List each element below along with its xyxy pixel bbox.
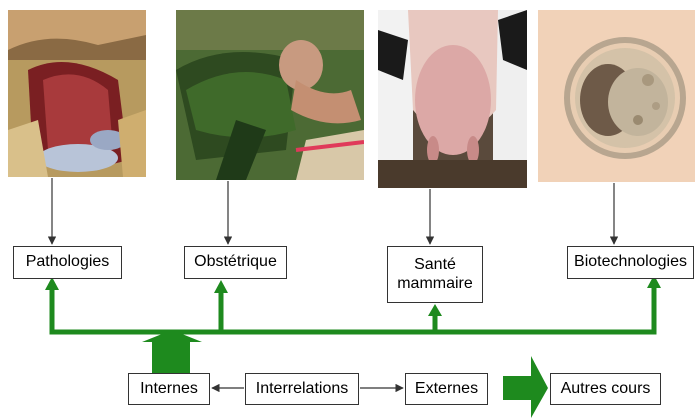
- label-sante-mammaire-line1: Santé: [414, 256, 456, 274]
- embryo-microscopy-photo: [538, 10, 695, 182]
- label-internes: Internes: [128, 373, 210, 405]
- green-bus-line: [52, 284, 654, 332]
- label-pathologies: Pathologies: [13, 246, 122, 279]
- cow-udder-photo: [378, 10, 527, 188]
- label-interrelations-text: Interrelations: [256, 380, 349, 398]
- label-obstetrique: Obstétrique: [184, 246, 287, 279]
- label-interrelations: Interrelations: [245, 373, 359, 405]
- label-autres-cours-text: Autres cours: [561, 380, 651, 398]
- label-autres-cours: Autres cours: [550, 373, 661, 405]
- label-pathologies-text: Pathologies: [26, 253, 110, 271]
- label-sante-mammaire-line2: mammaire: [397, 275, 473, 293]
- label-internes-text: Internes: [140, 380, 198, 398]
- big-up-arrow: [142, 330, 202, 373]
- label-biotechnologies: Biotechnologies: [567, 246, 694, 279]
- label-externes: Externes: [405, 373, 488, 405]
- green-arrowhead-sante-mammaire: [428, 304, 442, 316]
- label-biotechnologies-text: Biotechnologies: [574, 253, 687, 271]
- label-obstetrique-text: Obstétrique: [194, 253, 277, 271]
- big-right-arrow: [503, 356, 548, 418]
- green-arrowhead-obstetrique: [214, 280, 228, 293]
- label-externes-text: Externes: [415, 380, 478, 398]
- veterinarian-obstetrics-photo: [176, 10, 364, 180]
- calving-pathology-photo: [8, 10, 146, 177]
- label-sante-mammaire: Santé mammaire: [387, 246, 483, 303]
